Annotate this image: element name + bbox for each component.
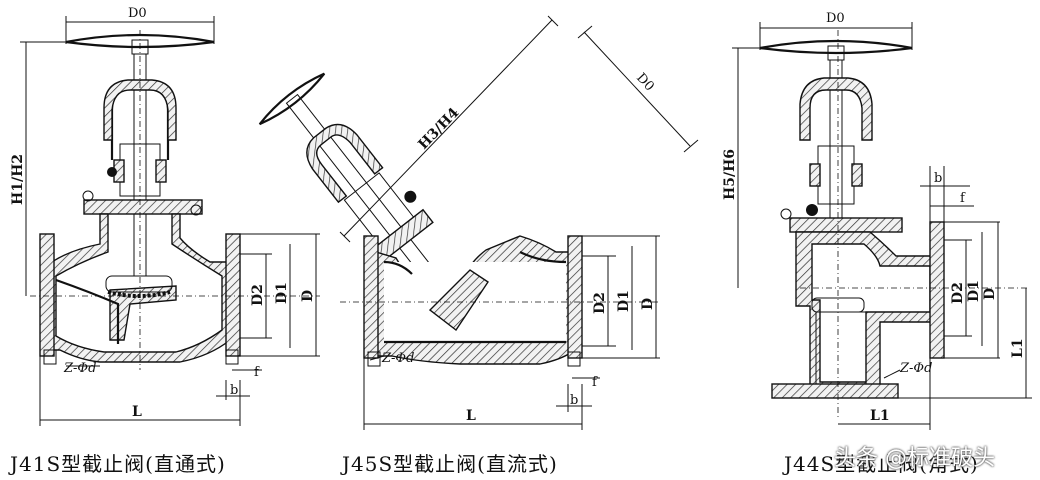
handwheel-icon <box>258 72 326 126</box>
valve-j45s: D0 H3/H4 D2 D1 D f b Z-Φd L <box>258 15 699 430</box>
dim-d2: D2 <box>950 282 966 304</box>
dim-length: L <box>132 404 142 420</box>
dim-d0: D0 <box>826 11 845 26</box>
dim-d2: D2 <box>250 284 266 306</box>
dim-d: D <box>300 290 316 302</box>
dim-f: f <box>592 375 598 390</box>
dim-f: f <box>960 191 966 206</box>
dim-b: b <box>230 383 238 398</box>
dim-bolt: Z-Φd <box>63 361 96 376</box>
valve-j44s: D0 H5/H6 b f D2 D1 D L1 Z-Φd L1 <box>722 11 1032 430</box>
dim-d0: D0 <box>128 6 147 21</box>
dim-bolt: Z-Φd <box>381 351 414 366</box>
handwheel-icon <box>759 39 913 61</box>
dim-height: H3/H4 <box>415 105 462 153</box>
dim-d0: D0 <box>633 70 657 94</box>
watermark: 头条 @标准破头 <box>834 446 995 471</box>
dim-d1: D1 <box>966 280 982 302</box>
dim-d: D <box>640 298 656 310</box>
dim-b: b <box>934 171 942 186</box>
dim-f: f <box>254 365 260 380</box>
dim-d2: D2 <box>592 292 608 314</box>
dim-length-v: L1 <box>1010 338 1026 358</box>
caption-j41s: J41S型截止阀(直通式) <box>10 452 226 476</box>
dim-height: H5/H6 <box>722 149 738 200</box>
dim-height: H1/H2 <box>10 154 26 205</box>
dim-bolt: Z-Φd <box>899 361 932 376</box>
dim-d: D <box>982 288 998 300</box>
dim-d1: D1 <box>616 290 632 312</box>
dim-d1: D1 <box>274 282 290 304</box>
dim-length: L <box>466 408 476 424</box>
caption-j45s: J45S型截止阀(直流式) <box>342 452 558 476</box>
dim-length-h: L1 <box>870 408 890 424</box>
dim-b: b <box>570 393 578 408</box>
valve-j41s: D0 H1/H2 D2 D1 D f b Z-Φd L <box>10 6 320 426</box>
caption-j44s: J44S型截止阀(角式) <box>784 452 979 476</box>
